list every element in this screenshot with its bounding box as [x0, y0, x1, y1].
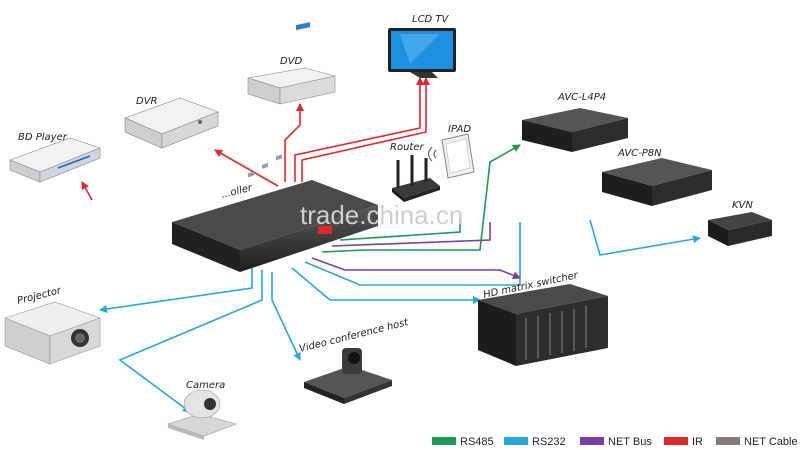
- wifi-signal-icon: [429, 147, 437, 161]
- rs232-line-matrix: [292, 268, 480, 300]
- label-camera: Camera: [186, 380, 225, 391]
- label-controller: ...oller: [220, 182, 254, 201]
- legend-label: NET Bus: [608, 436, 652, 448]
- label-avc-l4p4: AVC-L4P4: [557, 92, 606, 103]
- router: [392, 155, 440, 202]
- legend-swatch: [504, 437, 528, 445]
- video-conference-host: [304, 348, 392, 404]
- projector: [5, 302, 100, 364]
- label-ipad: IPAD: [448, 124, 471, 135]
- label-avc-p8n: AVC-P8N: [617, 148, 662, 159]
- lcd-tv: [388, 28, 456, 78]
- legend-item-rs485: RS485: [432, 436, 494, 448]
- legend-item-net-cable: NET Cable: [716, 436, 798, 448]
- rs232-line-kvm: [590, 220, 700, 255]
- ir-line-dvd: [285, 104, 300, 182]
- ir-line-bd: [82, 182, 92, 200]
- legend-swatch: [716, 437, 740, 445]
- label-dvd: DVD: [280, 56, 303, 67]
- legend-item-netbus: NET Bus: [580, 436, 652, 448]
- legend-swatch: [664, 437, 688, 445]
- avc-p8n-device: [602, 158, 712, 206]
- ir-line-dvr: [215, 150, 278, 186]
- bd-player: [10, 138, 100, 182]
- camera: [168, 390, 236, 440]
- avc-l4p4-device: [522, 108, 628, 152]
- legend-label: NET Cable: [744, 436, 798, 448]
- legend-item-rs232: RS232: [504, 436, 566, 448]
- label-kvm: KVN: [732, 200, 753, 211]
- legend-label: RS232: [532, 436, 566, 448]
- label-dvr: DVR: [136, 96, 158, 107]
- rs232-line-vch: [272, 272, 300, 360]
- ipad: [442, 134, 474, 178]
- watermark: trade.china.cn: [300, 200, 463, 230]
- ir-lines: [82, 78, 426, 200]
- label-bd-player: BD Player: [18, 132, 68, 143]
- legend-swatch: [432, 437, 456, 445]
- kvm-device: [708, 212, 772, 246]
- netbus-line-1: [312, 258, 520, 278]
- legend: RS485 RS232 NET Bus IR NET Cable: [432, 436, 798, 448]
- legend-label: RS485: [460, 436, 494, 448]
- legend-item-ir: IR: [664, 436, 703, 448]
- rs232-line-projector: [100, 268, 252, 310]
- legend-label: IR: [692, 436, 703, 448]
- label-lcd-tv: LCD TV: [412, 14, 450, 25]
- legend-swatch: [580, 437, 604, 445]
- label-router: Router: [390, 142, 424, 153]
